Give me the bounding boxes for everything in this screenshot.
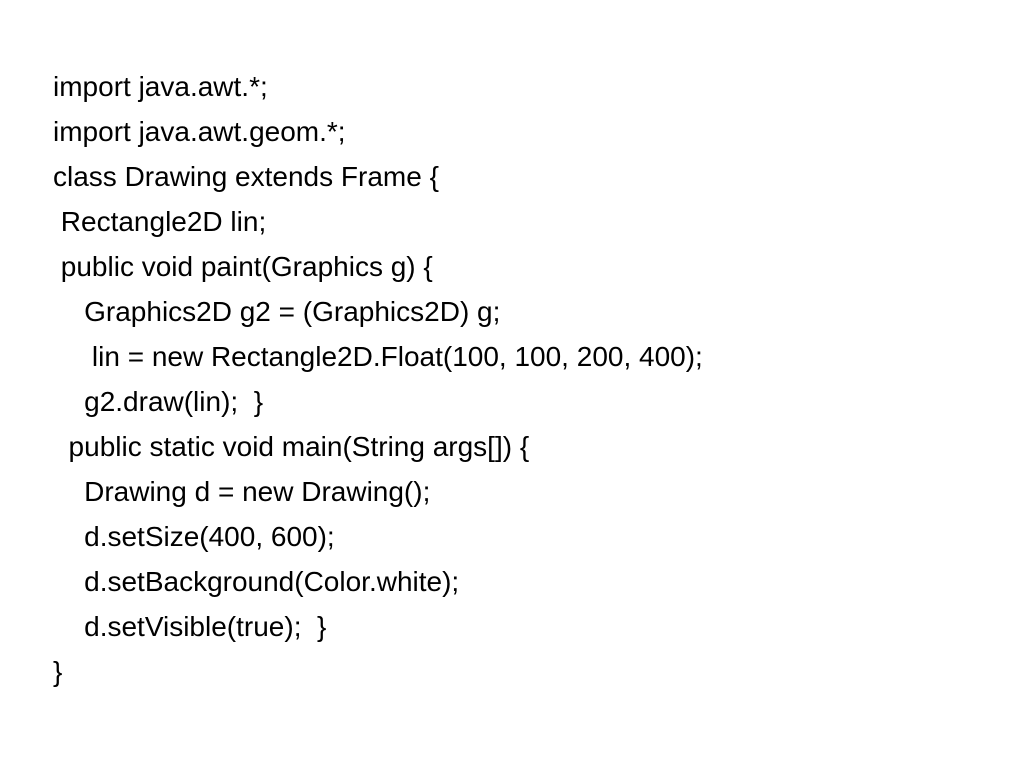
code-line: Drawing d = new Drawing(); — [53, 476, 431, 507]
code-line: } — [53, 656, 63, 687]
code-line: class Drawing extends Frame { — [53, 161, 439, 192]
code-line: import java.awt.geom.*; — [53, 116, 346, 147]
code-line: g2.draw(lin); } — [53, 386, 264, 417]
code-line: d.setSize(400, 600); — [53, 521, 335, 552]
code-line: d.setBackground(Color.white); — [53, 566, 460, 597]
code-line: d.setVisible(true); } — [53, 611, 327, 642]
code-line: public void paint(Graphics g) { — [53, 251, 433, 282]
code-line: import java.awt.*; — [53, 71, 268, 102]
code-listing: import java.awt.*; import java.awt.geom.… — [53, 64, 703, 694]
code-line: Rectangle2D lin; — [53, 206, 267, 237]
code-line: Graphics2D g2 = (Graphics2D) g; — [53, 296, 501, 327]
code-line: lin = new Rectangle2D.Float(100, 100, 20… — [53, 341, 703, 372]
code-line: public static void main(String args[]) { — [53, 431, 530, 462]
